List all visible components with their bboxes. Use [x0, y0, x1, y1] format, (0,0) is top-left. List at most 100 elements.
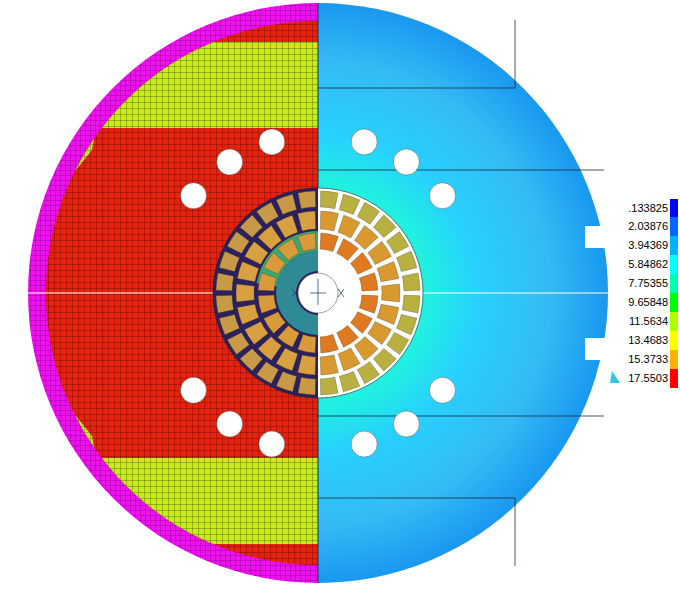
legend-swatch [670, 350, 678, 369]
rotor-slot [237, 262, 259, 282]
rotor-slot [216, 295, 234, 313]
rotor-outline [213, 188, 423, 398]
max-marker [610, 371, 620, 383]
rotor-slot [377, 304, 399, 324]
legend-entry: 3.94369 [600, 237, 680, 256]
legend-swatch [670, 236, 678, 255]
legend-value: 9.65848 [600, 294, 668, 310]
rotor-slot [240, 348, 263, 371]
rotor-slot [337, 326, 359, 348]
rotor-slot [219, 314, 239, 334]
legend-value: 13.4683 [600, 332, 668, 348]
rotor-slot [402, 273, 420, 291]
legend-swatch [670, 312, 678, 331]
hole-group [180, 129, 455, 457]
hole [430, 183, 456, 209]
rotor-slot [264, 253, 286, 275]
legend-value: .133825 [600, 200, 668, 216]
legend-value: 15.3733 [600, 351, 668, 367]
rotor-slot [258, 273, 277, 291]
axis-symbol [292, 279, 344, 305]
rotor-slot [219, 251, 239, 271]
rotor-slot [396, 314, 416, 334]
rotor-slot [298, 377, 316, 395]
rotor-slot [359, 273, 378, 291]
rotor-slot [368, 322, 392, 345]
legend-swatch [670, 199, 678, 218]
legend-value: 7.75355 [600, 275, 668, 291]
rotor-slot [338, 215, 360, 238]
rotor-slot [320, 334, 338, 353]
legend-entry: 7.75355 [600, 275, 680, 294]
hole [259, 129, 285, 155]
legend-swatch [670, 369, 678, 388]
rotor-slot [354, 226, 378, 250]
legend-entry: 9.65848 [600, 294, 680, 313]
rotor-slot [298, 233, 316, 252]
rotor-slot [339, 371, 359, 391]
rotor [213, 188, 423, 398]
rotor-slot [351, 253, 373, 275]
rotor-slot [258, 226, 282, 250]
rotor-slot [338, 348, 360, 371]
rotor-slot [320, 355, 338, 375]
rotor-slot [276, 194, 296, 214]
rotor-slot [237, 304, 259, 324]
hole [259, 431, 285, 457]
legend-entry: 11.5634 [600, 313, 680, 332]
hole [180, 377, 206, 403]
rotor-slot [298, 211, 316, 231]
hole [217, 411, 243, 437]
rotor-slot [368, 241, 392, 264]
rotor-slot [396, 251, 416, 271]
rotor-slot [276, 215, 298, 238]
rotor-slot [298, 334, 316, 353]
rotor-slot [236, 284, 254, 302]
rotor-slot [258, 337, 282, 361]
rotor-slot [245, 241, 269, 264]
rotor-slot [377, 262, 399, 282]
rotor-slot [298, 355, 316, 375]
rotor-slot [373, 215, 396, 238]
legend-swatch [670, 331, 678, 350]
rotor-slot [298, 191, 316, 209]
rotor-slot [320, 191, 338, 209]
legend-value: 3.94369 [600, 237, 668, 253]
legend-entry: 17.5503 [600, 370, 680, 389]
rotor-slot [337, 239, 359, 261]
hole [393, 411, 419, 437]
rotor-slot [382, 284, 400, 302]
notch [585, 226, 625, 248]
rotor-slot [320, 211, 338, 231]
legend-swatch [670, 274, 678, 293]
rotor-slot [402, 295, 420, 313]
legend-value: 2.03876 [600, 218, 668, 234]
rotor-slot [258, 295, 277, 313]
rotor-slot [354, 337, 378, 361]
rotor-slot [373, 348, 396, 371]
rotor-slot [278, 239, 300, 261]
rotor-slot [276, 371, 296, 391]
rotor-slot [245, 322, 269, 345]
legend-swatch [670, 255, 678, 274]
rotor-slot [320, 233, 338, 252]
legend-swatch [670, 217, 678, 236]
legend-entry: 13.4683 [600, 332, 680, 351]
rotor-slot [276, 348, 298, 371]
rotor-slot [216, 273, 234, 291]
legend-entry: .133825 [600, 200, 680, 219]
rotor-slot [351, 312, 373, 334]
pole-band [48, 42, 318, 170]
rotor-slot [278, 326, 300, 348]
hole [351, 129, 377, 155]
hole [180, 183, 206, 209]
hole [217, 149, 243, 175]
notch [585, 338, 625, 360]
pole-band [48, 416, 318, 544]
hole [393, 149, 419, 175]
legend-value: 5.84862 [600, 256, 668, 272]
legend-entry: 5.84862 [600, 256, 680, 275]
legend-entry: 15.3733 [600, 351, 680, 370]
rotor-slot [264, 312, 286, 334]
